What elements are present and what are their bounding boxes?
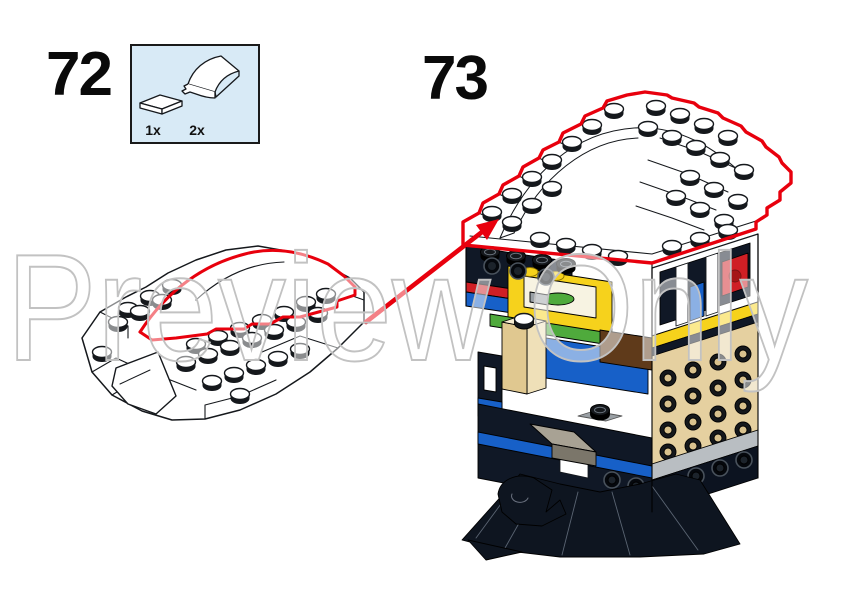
body-edges (465, 233, 759, 513)
parts-callout-box: 1x 2x (130, 44, 260, 144)
dome-highlight-outline (461, 90, 793, 265)
white-1x2-tile-icon (139, 94, 183, 115)
parts-callout-art (139, 55, 240, 115)
part-count-1x: 1x (145, 122, 161, 138)
white-2x2-curved-slope-icon (181, 55, 240, 99)
step-73-number: 73 (422, 44, 489, 113)
step73-model-drawing (461, 90, 793, 561)
new-parts-highlight-outline (138, 248, 357, 342)
model-body (461, 233, 759, 561)
wedge-piece (111, 351, 177, 415)
transfer-arrow-icon (363, 219, 499, 325)
model-dome (461, 90, 793, 286)
canopy-curve-line (195, 261, 285, 301)
clip-piece (497, 475, 567, 527)
display-stand (461, 473, 741, 561)
wedge-line (119, 369, 151, 385)
part-count-2x: 2x (189, 122, 205, 138)
step-72-number: 72 (46, 40, 113, 109)
gray-slope-front (551, 443, 597, 467)
stand-foot (467, 539, 523, 561)
tan-brick (501, 312, 547, 395)
step72-assembly-drawing (81, 245, 365, 421)
gray-detail (529, 291, 549, 306)
